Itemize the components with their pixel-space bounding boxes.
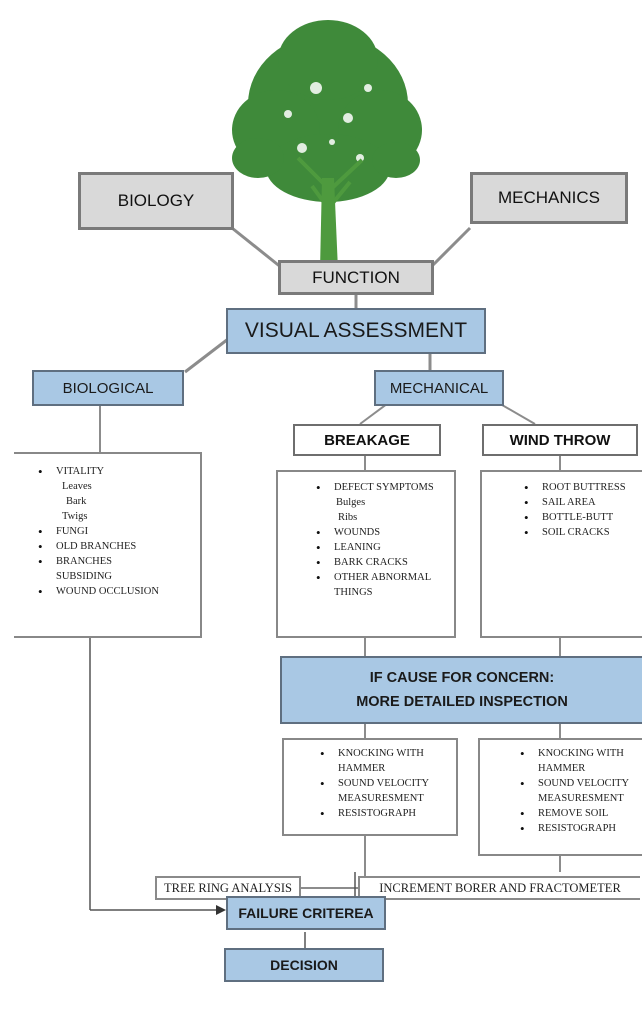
mechanical-box: MECHANICAL: [374, 370, 504, 406]
list-item: WOUND OCCLUSION: [38, 584, 159, 599]
list-item: FUNGI: [38, 524, 159, 539]
inspect-right-box: KNOCKING WITH HAMMER SOUND VELOCITY MEAS…: [478, 738, 642, 856]
breakage-list: DEFECT SYMPTOMS Bulges Ribs WOUNDS LEANI…: [316, 480, 434, 600]
concern-box: IF CAUSE FOR CONCERN: MORE DETAILED INSP…: [280, 656, 642, 724]
list-item: MEASURESMENT: [338, 793, 424, 804]
breakage-box: BREAKAGE: [293, 424, 441, 456]
biological-label: BIOLOGICAL: [62, 379, 154, 397]
biological-box: BIOLOGICAL: [32, 370, 184, 406]
list-item: DEFECT SYMPTOMS: [316, 480, 434, 495]
increment-borer-box: INCREMENT BORER AND FRACTOMETER: [358, 876, 640, 900]
list-item: THINGS: [334, 587, 373, 598]
list-item: Ribs: [338, 512, 358, 523]
wind-throw-label: WIND THROW: [509, 431, 611, 449]
breakage-list-box: DEFECT SYMPTOMS Bulges Ribs WOUNDS LEANI…: [276, 470, 456, 638]
decision-box: DECISION: [224, 948, 384, 982]
breakage-label: BREAKAGE: [324, 431, 410, 449]
list-item: HAMMER: [538, 763, 586, 774]
function-label: FUNCTION: [312, 267, 400, 287]
mechanics-label: MECHANICS: [497, 188, 600, 207]
list-item: BRANCHES: [38, 554, 159, 569]
list-item: BOTTLE-BUTT: [524, 510, 626, 525]
wind-throw-list: ROOT BUTTRESS SAIL AREA BOTTLE-BUTT SOIL…: [524, 480, 626, 540]
list-item: BARK CRACKS: [316, 555, 434, 570]
function-box: FUNCTION: [278, 260, 434, 295]
list-item: SOIL CRACKS: [524, 525, 626, 540]
visual-assessment-box: VISUAL ASSESSMENT: [226, 308, 486, 354]
list-item: Bark: [66, 496, 87, 507]
concern-line-2: MORE DETAILED INSPECTION: [356, 694, 568, 710]
tree-illustration: [232, 20, 422, 270]
wind-throw-list-box: ROOT BUTTRESS SAIL AREA BOTTLE-BUTT SOIL…: [480, 470, 642, 638]
tree-ring-analysis-label: TREE RING ANALYSIS: [164, 880, 292, 895]
list-item: KNOCKING WITH: [320, 746, 429, 761]
wind-throw-box: WIND THROW: [482, 424, 638, 456]
list-item: MEASURESMENT: [538, 793, 624, 804]
list-item: Leaves: [62, 481, 92, 492]
increment-borer-label: INCREMENT BORER AND FRACTOMETER: [379, 880, 621, 895]
inspect-right-list: KNOCKING WITH HAMMER SOUND VELOCITY MEAS…: [520, 746, 629, 836]
biological-list: VITALITY Leaves Bark Twigs FUNGI OLD BRA…: [38, 464, 159, 599]
concern-line-1: IF CAUSE FOR CONCERN:: [369, 670, 555, 686]
list-item: SAIL AREA: [524, 495, 626, 510]
decision-label: DECISION: [270, 957, 338, 973]
visual-assessment-label: VISUAL ASSESSMENT: [244, 319, 468, 342]
list-item: KNOCKING WITH: [520, 746, 629, 761]
failure-criterea-label: FAILURE CRITEREA: [238, 905, 374, 921]
failure-criterea-box: FAILURE CRITEREA: [226, 896, 386, 930]
list-item: SOUND VELOCITY: [320, 776, 429, 791]
list-item: OLD BRANCHES: [38, 539, 159, 554]
biology-box: BIOLOGY: [78, 172, 234, 230]
inspect-left-list: KNOCKING WITH HAMMER SOUND VELOCITY MEAS…: [320, 746, 429, 821]
list-item: WOUNDS: [316, 525, 434, 540]
biology-label: BIOLOGY: [117, 191, 195, 210]
mechanics-box: MECHANICS: [470, 172, 628, 224]
biological-list-box: VITALITY Leaves Bark Twigs FUNGI OLD BRA…: [14, 452, 202, 638]
list-item: SOUND VELOCITY: [520, 776, 629, 791]
list-item: REMOVE SOIL: [520, 806, 629, 821]
inspect-left-box: KNOCKING WITH HAMMER SOUND VELOCITY MEAS…: [282, 738, 458, 836]
list-item: LEANING: [316, 540, 434, 555]
mechanical-label: MECHANICAL: [389, 379, 489, 397]
list-item: RESISTOGRAPH: [520, 821, 629, 836]
list-item: ROOT BUTTRESS: [524, 480, 625, 495]
list-item: OTHER ABNORMAL: [316, 570, 434, 585]
list-item: SUBSIDING: [56, 571, 113, 582]
list-item: RESISTOGRAPH: [320, 806, 429, 821]
list-item: Twigs: [62, 511, 88, 522]
list-item: Bulges: [336, 497, 366, 508]
list-item: HAMMER: [338, 763, 386, 774]
list-item: VITALITY: [38, 464, 159, 479]
